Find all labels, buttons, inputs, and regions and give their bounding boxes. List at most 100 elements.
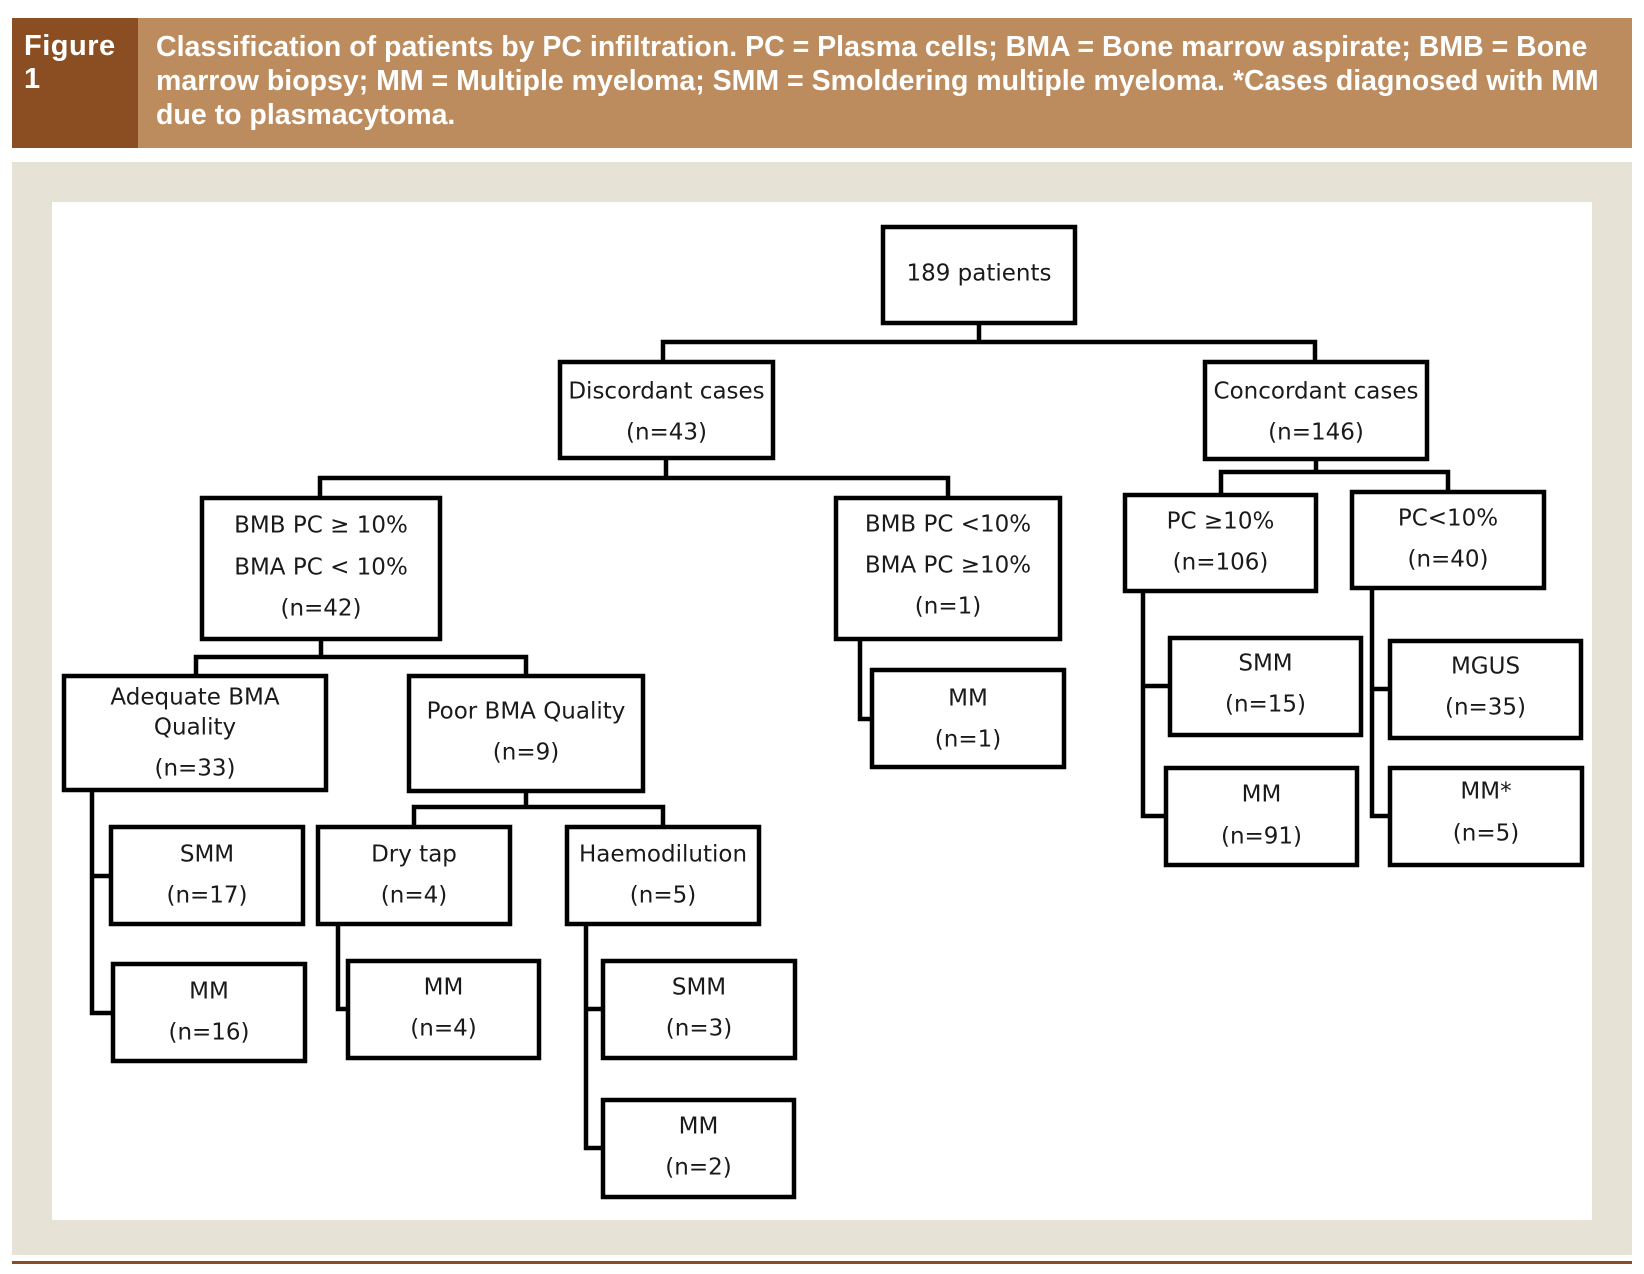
node-label: MM	[189, 979, 229, 1005]
node-label: MM*	[1460, 779, 1511, 805]
node-label: Haemodilution	[579, 842, 747, 868]
node-label: (n=43)	[626, 420, 707, 446]
node-root: 189 patients	[880, 224, 1078, 326]
node-box	[1122, 492, 1319, 594]
node-label: Discordant cases	[568, 379, 764, 405]
node-label: Dry tap	[371, 842, 457, 868]
node-label: Poor BMA Quality	[427, 699, 626, 725]
node-label: BMB PC <10%	[865, 512, 1031, 538]
node-label: BMB PC ≥ 10%	[234, 513, 408, 539]
node-haemodilution: Haemodilution (n=5)	[564, 824, 762, 927]
node-discordant: Discordant cases (n=43)	[557, 359, 776, 461]
node-box	[1387, 765, 1585, 868]
node-label: (n=5)	[630, 883, 696, 909]
figure-caption: Classification of patients by PC infiltr…	[138, 18, 1632, 148]
node-pc-low: PC<10% (n=40)	[1349, 489, 1547, 591]
node-label: (n=40)	[1407, 547, 1488, 573]
node-box	[406, 673, 646, 794]
node-box	[557, 359, 776, 461]
node-label: Concordant cases	[1214, 379, 1419, 405]
node-label: MM	[424, 975, 464, 1001]
connector-line	[89, 790, 113, 1016]
node-bmb-high: BMB PC ≥ 10% BMA PC < 10% (n=42)	[199, 495, 443, 642]
node-box	[315, 824, 513, 927]
bottom-rule	[12, 1261, 1632, 1264]
node-label: MM	[679, 1114, 719, 1140]
node-box	[600, 958, 798, 1061]
node-label: (n=106)	[1173, 550, 1269, 576]
node-box	[199, 495, 443, 642]
node-box	[869, 667, 1067, 770]
connector-line	[411, 791, 666, 825]
node-label: BMA PC < 10%	[234, 555, 408, 581]
node-label: (n=35)	[1445, 695, 1526, 721]
node-pc-high: PC ≥10% (n=106)	[1122, 492, 1319, 594]
node-box	[1167, 635, 1364, 738]
node-drytap: Dry tap (n=4)	[315, 824, 513, 927]
node-adequate: Adequate BMA Quality (n=33)	[61, 673, 329, 793]
node-mm-star: MM* (n=5)	[1387, 765, 1585, 868]
node-label: (n=42)	[280, 596, 361, 622]
node-label: (n=3)	[666, 1016, 732, 1042]
node-label: (n=15)	[1225, 692, 1306, 718]
node-box	[1387, 638, 1584, 741]
node-label: (n=33)	[154, 756, 235, 782]
node-box	[108, 824, 306, 927]
node-mm-pchigh: MM (n=91)	[1163, 765, 1360, 868]
node-box	[1163, 765, 1360, 868]
node-label: (n=16)	[168, 1020, 249, 1046]
connector-line	[317, 458, 951, 496]
node-label: (n=91)	[1221, 824, 1302, 850]
node-label: SMM	[1238, 651, 1292, 677]
connector-line	[660, 323, 1318, 360]
node-label: Quality	[154, 715, 236, 741]
node-box	[600, 1097, 797, 1200]
node-box	[110, 961, 308, 1064]
connector-line	[1218, 459, 1451, 493]
node-smm-haemo: SMM (n=3)	[600, 958, 798, 1061]
node-label: Adequate BMA	[110, 685, 279, 711]
node-label: SMM	[672, 975, 726, 1001]
node-box	[833, 495, 1063, 642]
node-label: (n=1)	[915, 594, 981, 620]
node-box	[1202, 359, 1430, 462]
node-label: MM	[1242, 782, 1282, 808]
node-label: (n=9)	[493, 740, 559, 766]
node-concordant: Concordant cases (n=146)	[1202, 359, 1430, 462]
node-label: PC ≥10%	[1167, 509, 1275, 535]
node-mm-drytap: MM (n=4)	[345, 958, 542, 1061]
node-label: SMM	[180, 842, 234, 868]
node-label: BMA PC ≥10%	[865, 553, 1031, 579]
node-bmb-low: BMB PC <10% BMA PC ≥10% (n=1)	[833, 495, 1063, 642]
connector-line	[335, 924, 348, 1012]
figure-label: Figure 1	[12, 18, 138, 148]
node-label: (n=5)	[1453, 821, 1519, 847]
node-label: (n=4)	[381, 883, 447, 909]
node-label: 189 patients	[906, 261, 1051, 287]
node-label: MGUS	[1451, 654, 1520, 680]
node-label: (n=4)	[410, 1016, 476, 1042]
node-smm-adequate: SMM(n=17)	[108, 824, 306, 927]
node-box	[880, 224, 1078, 326]
connector-line	[583, 924, 603, 1151]
connector-line	[193, 639, 529, 674]
node-label: (n=2)	[665, 1155, 731, 1181]
node-label: PC<10%	[1398, 506, 1498, 532]
connector-line	[1140, 591, 1170, 819]
node-poor: Poor BMA Quality (n=9)	[406, 673, 646, 794]
node-mgus: MGUS (n=35)	[1387, 638, 1584, 741]
node-mm-adequate: MM (n=16)	[110, 961, 308, 1064]
node-box	[345, 958, 542, 1061]
node-mm-bmblow: MM (n=1)	[869, 667, 1067, 770]
node-label: (n=1)	[935, 727, 1001, 753]
node-box	[61, 673, 329, 793]
node-label: MM	[948, 686, 988, 712]
node-box	[564, 824, 762, 927]
connector-line	[857, 639, 872, 722]
node-smm-pchigh: SMM (n=15)	[1167, 635, 1364, 738]
connector-line	[1369, 588, 1390, 819]
figure-header: Figure 1 Classification of patients by P…	[12, 18, 1632, 148]
node-label: (n=146)	[1268, 420, 1364, 446]
